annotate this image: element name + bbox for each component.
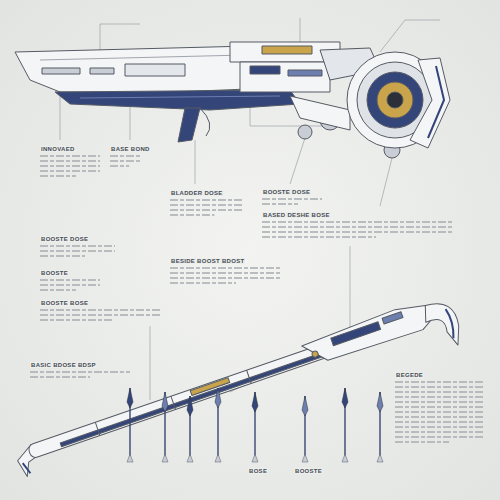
text-line — [395, 401, 485, 402]
dart — [342, 388, 348, 462]
text-line — [110, 160, 142, 161]
text-line — [40, 289, 76, 290]
text-lines — [30, 156, 485, 442]
text-line — [40, 175, 76, 176]
text-line — [40, 309, 160, 310]
text-line — [262, 236, 376, 237]
text-line — [170, 214, 214, 215]
text-line — [395, 441, 449, 442]
text-line — [40, 165, 100, 166]
text-line — [170, 267, 280, 268]
text-line — [170, 277, 280, 278]
part-label: BASE BOND — [110, 146, 151, 152]
text-line — [40, 160, 100, 161]
text-line — [262, 226, 452, 227]
text-line — [262, 198, 322, 199]
text-line — [40, 250, 115, 251]
dart — [215, 388, 221, 462]
text-line — [395, 436, 485, 437]
projectile-set — [127, 388, 383, 462]
text-line — [395, 381, 485, 382]
dart — [377, 392, 383, 462]
text-line — [395, 406, 485, 407]
part-label: BOOSTE — [294, 468, 323, 474]
text-line — [395, 421, 485, 422]
text-line — [170, 204, 244, 205]
text-line — [110, 155, 142, 156]
text-line — [40, 279, 100, 280]
dart — [302, 396, 308, 462]
text-line — [170, 199, 244, 200]
text-line — [40, 319, 112, 320]
text-line — [395, 426, 485, 427]
text-line — [395, 431, 485, 432]
text-line — [40, 155, 100, 156]
dart — [162, 392, 168, 462]
text-line — [40, 245, 115, 246]
text-line — [395, 391, 485, 392]
text-line — [40, 284, 100, 285]
part-label: INNOVAED — [40, 146, 76, 152]
text-line — [395, 416, 485, 417]
part-label: BOOSTE — [40, 270, 69, 276]
text-line — [30, 376, 90, 377]
text-line — [262, 231, 452, 232]
part-label: BESIDE BOOST BDOST — [170, 258, 245, 264]
text-line — [262, 203, 298, 204]
part-label: BASIC BDOSE BDSP — [30, 362, 97, 368]
text-line — [30, 371, 130, 372]
text-line — [395, 411, 485, 412]
weapon-side-view — [15, 42, 450, 158]
part-label: BLADDER DOSE — [170, 190, 224, 196]
part-label: BEGEDE — [395, 372, 424, 378]
part-label: BOSE — [248, 468, 268, 474]
text-line — [395, 396, 485, 397]
text-line — [40, 170, 100, 171]
text-line — [262, 221, 452, 222]
text-line — [110, 165, 129, 166]
weapon-perspective-view — [11, 292, 465, 493]
dart — [187, 396, 193, 462]
text-line — [395, 386, 485, 387]
part-label: BOOSTE DOSE — [40, 236, 89, 242]
text-line — [170, 209, 244, 210]
dart — [127, 388, 133, 462]
part-label: BASED DESHE BOSE — [262, 212, 331, 218]
dart — [252, 392, 258, 462]
text-line — [170, 272, 280, 273]
text-line — [170, 282, 236, 283]
text-line — [40, 314, 160, 315]
part-label: BOOSTE BOSE — [40, 300, 89, 306]
part-label: BOOSTE DOSE — [262, 189, 311, 195]
text-line — [40, 255, 85, 256]
